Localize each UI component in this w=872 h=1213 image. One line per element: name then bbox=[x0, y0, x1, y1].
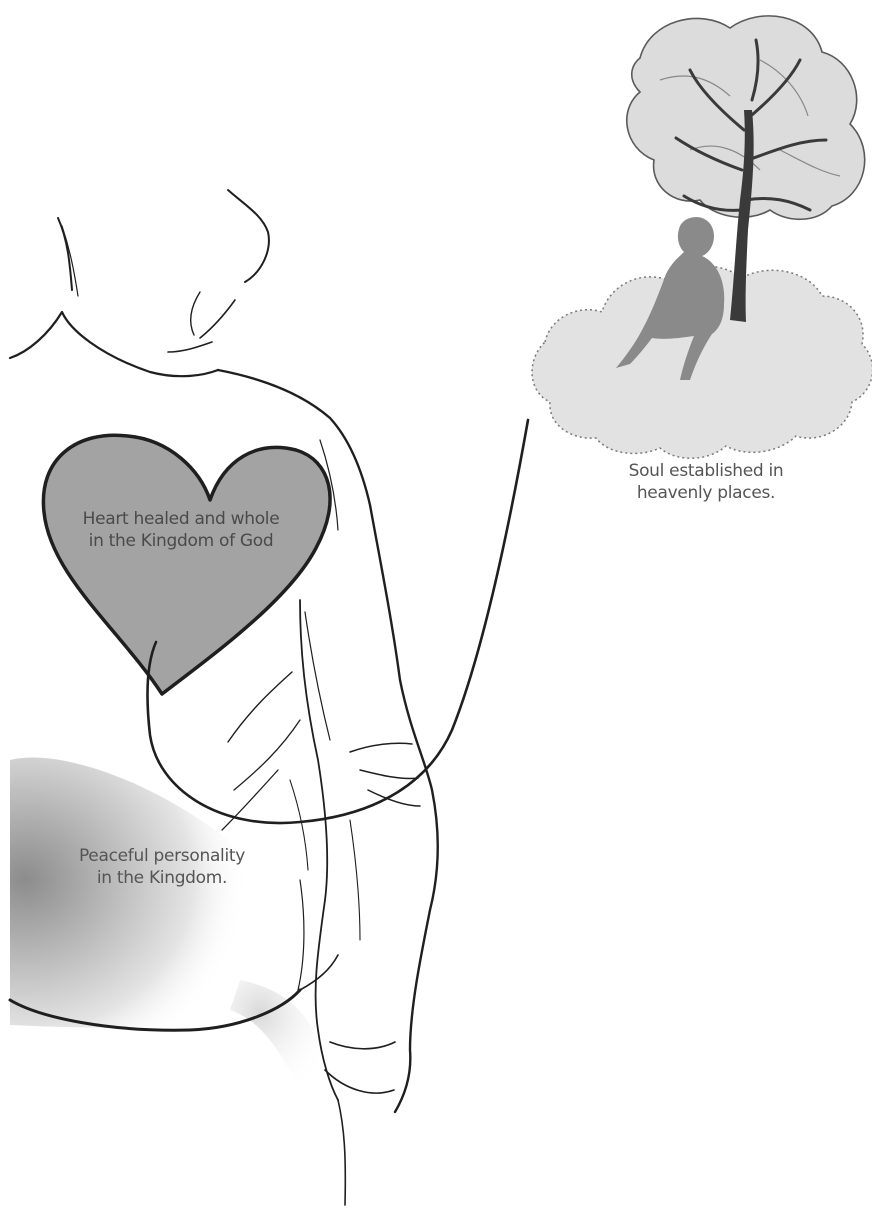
torso-line-1 bbox=[228, 672, 292, 742]
chin-line bbox=[228, 190, 269, 282]
heart-icon bbox=[43, 435, 330, 694]
inner-arm-3 bbox=[305, 612, 330, 740]
rib-lines bbox=[350, 743, 420, 806]
soul-label-line-1: Soul established in bbox=[598, 460, 814, 482]
soul-label: Soul established in heavenly places. bbox=[598, 460, 814, 504]
left-shoulder bbox=[10, 312, 218, 376]
personality-label-line-1: Peaceful personality bbox=[52, 845, 272, 867]
heart-label-line-1: Heart healed and whole bbox=[50, 508, 312, 530]
jaw-line bbox=[200, 300, 235, 338]
neck-right bbox=[191, 292, 200, 335]
personality-label: Peaceful personality in the Kingdom. bbox=[52, 845, 272, 889]
heart-label-line-2: in the Kingdom of God bbox=[50, 530, 312, 552]
forearm-lines bbox=[290, 780, 360, 940]
tree-icon bbox=[627, 16, 865, 322]
personality-label-line-2: in the Kingdom. bbox=[52, 867, 272, 889]
body-outline bbox=[10, 190, 438, 1205]
hand-lines bbox=[325, 1042, 395, 1205]
heart-label: Heart healed and whole in the Kingdom of… bbox=[50, 508, 312, 552]
collarbone bbox=[168, 342, 212, 352]
soul-label-line-2: heavenly places. bbox=[598, 482, 814, 504]
